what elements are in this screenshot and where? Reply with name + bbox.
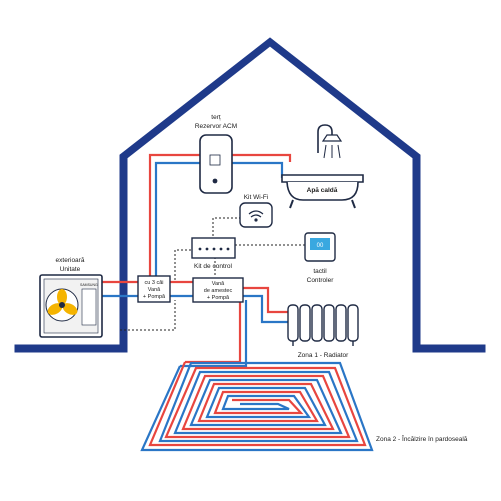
controller-screen-text: 00 (317, 243, 324, 249)
wifi-kit (239, 202, 273, 228)
valve3-line3: + Pompă (143, 294, 166, 300)
controller-line2: Controler (307, 277, 335, 284)
bathtub-icon (281, 124, 364, 209)
zone2-label: Zona 2 - Încălzire în pardoseală (376, 434, 468, 443)
three-way-valve-box (137, 275, 171, 303)
zone1-label: Zona 1 - Radiator (298, 352, 349, 359)
pipes-to-radiator (243, 286, 288, 324)
brand-text: SAMSUNG (80, 283, 98, 287)
wifi-icon (248, 210, 264, 222)
mixing-valve-box (192, 277, 244, 303)
control-wires (120, 217, 305, 331)
valve3-line1: cu 3 căi (145, 280, 164, 286)
touch-controller: 00 (304, 232, 336, 262)
mix-line2: de amestec (204, 288, 233, 294)
radiator-icon (287, 304, 359, 346)
pipes-to-floor (180, 300, 248, 368)
hot-water-label: Apă caldă (307, 187, 338, 194)
mix-line1: Vană (212, 281, 225, 287)
floor-heating-spiral (140, 361, 374, 452)
hot-water-tank (199, 134, 233, 194)
valve3-line2: Vană (148, 287, 161, 293)
control-kit-label: Kit de control (194, 263, 232, 270)
control-kit (191, 237, 236, 259)
outdoor-unit: SAMSUNG (39, 274, 103, 338)
outdoor-label-line1: exterioară (56, 257, 85, 264)
pipes-to-tank (148, 153, 200, 276)
outdoor-label-line2: Unitate (60, 266, 81, 273)
pipes-to-bath (232, 153, 292, 178)
pipes-to-mixer (170, 280, 193, 298)
mix-line3: + Pompă (207, 295, 230, 301)
wifi-kit-label: Kit Wi-Fi (244, 194, 269, 201)
controller-line1: tactil (313, 268, 327, 275)
tank-label-line2: Rezervor ACM (195, 123, 237, 130)
house-outline (14, 37, 486, 353)
pipes-outdoor (100, 280, 138, 298)
tank-label-line1: terț (211, 114, 221, 121)
fan-icon (47, 289, 78, 315)
